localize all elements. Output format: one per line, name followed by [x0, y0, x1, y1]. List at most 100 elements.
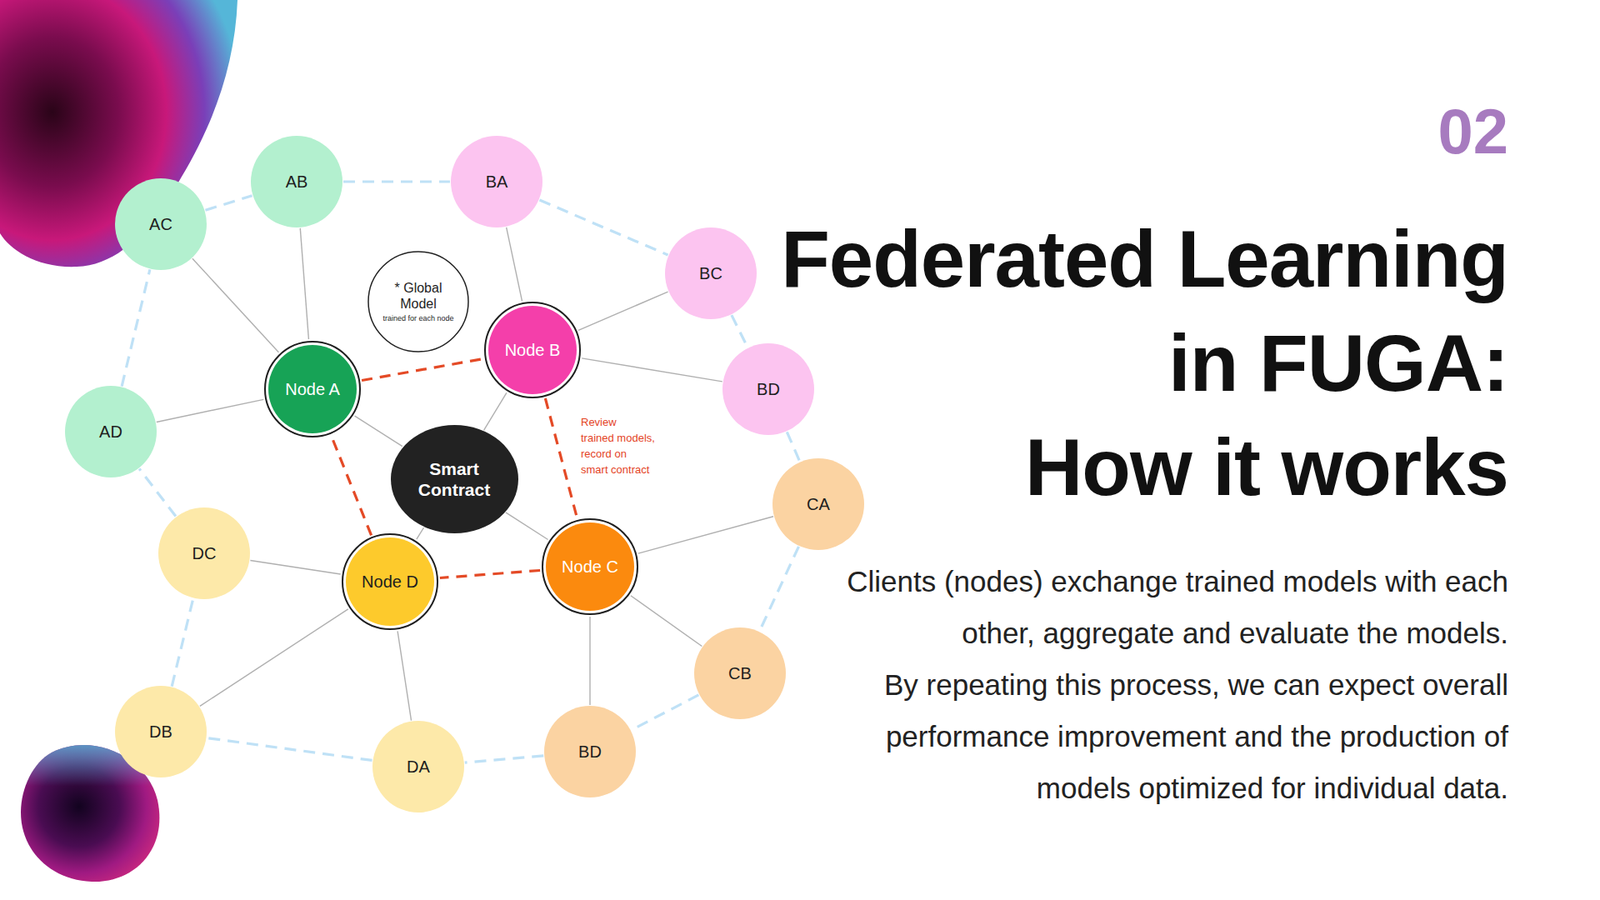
ring-dashed-line: [731, 315, 748, 348]
node-label: DC: [192, 543, 217, 564]
node-circle: Node A: [265, 342, 360, 436]
peer-exchange-line: [330, 435, 371, 536]
node-content: DC: [158, 507, 250, 600]
node-sublabel: trained for each node: [382, 314, 454, 324]
node-ring: [485, 302, 580, 398]
ring-dashed-line: [139, 468, 176, 516]
node-fill: [345, 537, 435, 626]
node-fill: [450, 135, 543, 228]
link-line: [578, 291, 668, 330]
node-circle: Smart Contract: [390, 425, 519, 534]
node-content: AB: [250, 135, 343, 228]
node-label: AD: [99, 421, 123, 442]
node-content: Smart Contract: [390, 425, 519, 534]
link-line: [300, 228, 309, 340]
node-fill: [115, 685, 207, 778]
link-line: [581, 358, 723, 382]
node-label: BA: [485, 171, 509, 192]
link-line: [484, 392, 507, 430]
node-ring: [342, 534, 438, 630]
node-circle: DA: [372, 720, 465, 813]
node-content: BD: [722, 343, 815, 435]
ring-dashed-line: [539, 200, 668, 255]
node-content: DB: [115, 685, 207, 778]
link-line: [506, 227, 523, 302]
ring-dashed-line: [205, 195, 252, 211]
ring-dashed-line: [343, 180, 450, 183]
node-circle: * Global Model trained for each node: [367, 250, 470, 353]
link-line: [156, 399, 264, 422]
node-circle: AC: [115, 178, 207, 270]
link-line: [630, 595, 702, 647]
node-content: CA: [772, 458, 865, 550]
node-label: BD: [578, 741, 602, 762]
node-content: AC: [115, 178, 207, 270]
node-circle: CA: [772, 458, 865, 550]
link-line: [200, 609, 349, 706]
link-line: [397, 630, 411, 720]
node-content: BD: [544, 705, 636, 798]
node-fill: [665, 227, 757, 320]
node-label: * Global Model: [382, 280, 455, 312]
node-fill: [372, 720, 465, 813]
node-content: Node C: [543, 520, 637, 614]
ring-dashed-line: [206, 738, 372, 761]
node-label: CB: [728, 663, 752, 684]
node-content: Node D: [343, 535, 437, 629]
node-fill: [250, 135, 343, 228]
node-label: Smart Contract: [408, 458, 500, 500]
link-line: [505, 512, 549, 540]
node-circle: Node B: [485, 303, 580, 397]
node-circle: BC: [665, 227, 757, 320]
node-label: Node C: [561, 556, 619, 577]
node-content: BC: [665, 227, 757, 320]
ring-dashed-line: [465, 755, 544, 763]
ring-dashed-line: [631, 695, 700, 730]
section-number: 02: [1437, 98, 1509, 165]
node-content: Node A: [265, 342, 360, 436]
ring-dashed-line: [171, 598, 194, 686]
node-label: Node D: [361, 571, 419, 592]
link-line: [355, 415, 403, 446]
peer-exchange-line: [440, 570, 540, 578]
node-fill: [694, 627, 786, 720]
node-fill: [368, 251, 469, 352]
node-label: DA: [406, 756, 430, 777]
node-fill: [390, 425, 519, 534]
node-circle: AB: [250, 135, 343, 228]
node-label: AB: [285, 171, 309, 192]
node-content: BA: [450, 135, 543, 228]
node-label: AC: [149, 214, 173, 235]
link-line: [192, 258, 279, 353]
node-circle: CB: [694, 627, 786, 720]
node-fill: [115, 178, 207, 270]
annotation-note: Review trained models, record on smart c…: [579, 414, 657, 478]
ring-dashed-line: [760, 546, 800, 631]
node-circle: DB: [115, 685, 207, 778]
node-fill: [544, 705, 636, 798]
link-line: [589, 616, 590, 705]
node-fill: [772, 458, 865, 550]
node-fill: [722, 343, 815, 435]
node-label: Node B: [505, 340, 561, 360]
slide-caption: Clients (nodes) exchange trained models …: [846, 555, 1509, 815]
node-content: Node B: [485, 303, 580, 397]
node-ring: [265, 341, 360, 437]
slide-title: Federated Learning in FUGA: How it works: [780, 206, 1509, 520]
node-circle: DC: [158, 507, 250, 600]
node-label: DB: [149, 721, 173, 742]
node-fill: [268, 345, 357, 434]
node-content: * Global Model trained for each node: [367, 250, 470, 353]
node-content: CB: [694, 627, 786, 720]
node-fill: [158, 507, 250, 600]
node-circle: AD: [65, 385, 157, 478]
node-label: CA: [806, 494, 830, 515]
node-content: AD: [65, 385, 157, 478]
peer-exchange-line: [361, 359, 484, 381]
node-circle: Node C: [543, 520, 637, 614]
link-line: [250, 560, 340, 575]
node-fill: [545, 522, 635, 611]
node-shape: [390, 425, 519, 534]
node-content: DA: [372, 720, 465, 813]
node-ring: [542, 519, 638, 615]
